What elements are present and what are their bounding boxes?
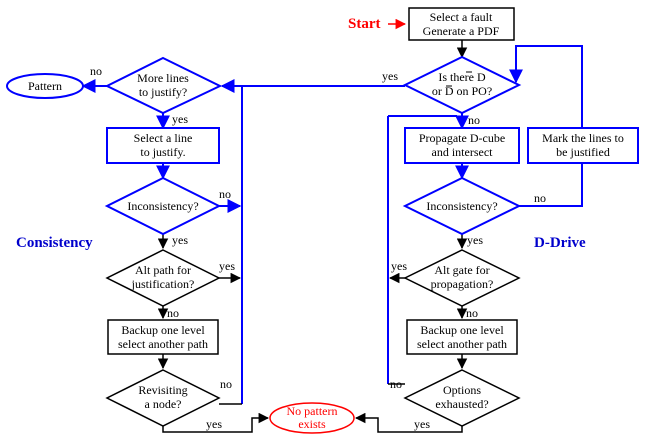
mark-lines-line1: Mark the lines to (542, 131, 624, 145)
d-drive-heading: D-Drive (534, 235, 586, 251)
label-options-yes: yes (414, 417, 430, 431)
label-options-no: no (390, 377, 402, 391)
select-line-box: Select a line to justify. (106, 127, 220, 164)
alt-path-diamond: Alt path for justification? (105, 249, 221, 307)
options-line1: Options (443, 383, 481, 397)
label-inconsR-no: no (534, 191, 546, 205)
edge-revisit-yes (162, 412, 270, 433)
alt-gate-line1: Alt gate for (434, 263, 489, 277)
propagate-box: Propagate D-cube and intersect (404, 127, 520, 164)
backup-right-line2: select another path (417, 337, 507, 351)
edge-options-yes (354, 412, 463, 433)
backup-left-line2: select another path (118, 337, 208, 351)
label-isD-no: no (468, 113, 480, 127)
label-more-yes: yes (172, 112, 188, 126)
revisiting-line1: Revisiting (138, 383, 187, 397)
alt-path-line2: justification? (131, 277, 195, 291)
propagate-line2: and intersect (432, 145, 494, 159)
consistency-heading: Consistency (16, 235, 93, 251)
backup-left-box: Backup one level select another path (107, 319, 219, 355)
alt-gate-line2: propagation? (431, 277, 494, 291)
label-altpath-yes: yes (219, 259, 235, 273)
pattern-terminal: Pattern (6, 73, 84, 99)
label-revisit-yes: yes (206, 417, 222, 431)
select-fault-line1: Select a fault (430, 10, 493, 24)
label-altgate-no: no (466, 306, 478, 320)
no-pattern-terminal: No pattern exists (269, 402, 355, 434)
inconsistency-right-diamond: Inconsistency? (402, 176, 522, 236)
inconsistency-left-label: Inconsistency? (127, 199, 198, 213)
is-there-d-line2: or D on PO? (432, 84, 492, 98)
no-pattern-line2: exists (298, 417, 326, 431)
no-pattern-line1: No pattern (287, 404, 338, 418)
revisiting-diamond: Revisiting a node? (105, 369, 221, 427)
options-line2: exhausted? (435, 397, 488, 411)
revisiting-line2: a node? (145, 397, 182, 411)
select-fault-line2: Generate a PDF (423, 24, 500, 38)
label-inconsL-yes: yes (172, 233, 188, 247)
edge-mark-to-isD (509, 45, 583, 128)
inconsistency-right-label: Inconsistency? (426, 199, 497, 213)
inconsistency-left-diamond: Inconsistency? (104, 176, 222, 236)
propagate-line1: Propagate D-cube (419, 131, 505, 145)
backup-right-box: Backup one level select another path (406, 319, 518, 355)
is-there-d-diamond: Is there D or D on PO? (402, 55, 522, 115)
label-more-no: no (90, 64, 102, 78)
select-line-line2: to justify. (140, 145, 185, 159)
mark-lines-line2: be justified (556, 145, 610, 159)
edge-inconsR-no (519, 163, 583, 207)
label-isD-yes: yes (382, 69, 398, 83)
start-label: Start (348, 16, 381, 32)
options-diamond: Options exhausted? (403, 369, 521, 427)
mark-lines-box: Mark the lines to be justified (527, 127, 639, 164)
backup-right-line1: Backup one level (420, 323, 504, 337)
alt-gate-diamond: Alt gate for propagation? (403, 249, 521, 307)
label-altpath-no: no (167, 306, 179, 320)
more-lines-diamond: More lines to justify? (104, 56, 223, 115)
label-revisit-no: no (220, 377, 232, 391)
backup-left-line1: Backup one level (121, 323, 205, 337)
select-line-line1: Select a line (134, 131, 193, 145)
label-altgate-yes: yes (391, 259, 407, 273)
pattern-label: Pattern (28, 79, 62, 93)
alt-path-line1: Alt path for (135, 263, 191, 277)
label-inconsL-no: no (219, 187, 231, 201)
label-inconsR-yes: yes (467, 233, 483, 247)
select-fault-box: Select a fault Generate a PDF (408, 7, 515, 41)
more-lines-line1: More lines (137, 71, 189, 85)
more-lines-line2: to justify? (139, 85, 187, 99)
is-there-d-line1: Is there D (438, 70, 486, 84)
